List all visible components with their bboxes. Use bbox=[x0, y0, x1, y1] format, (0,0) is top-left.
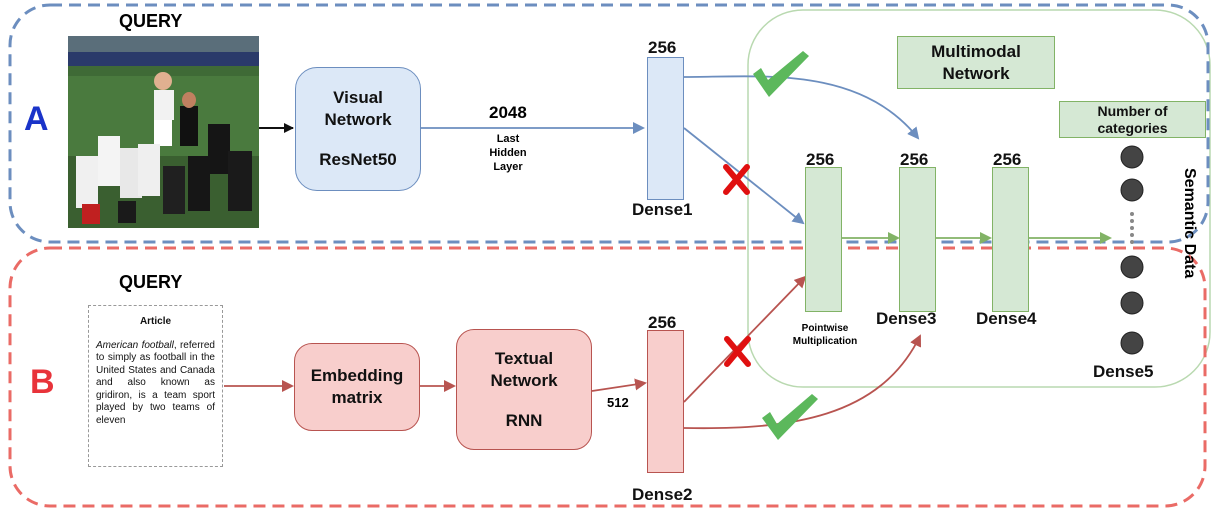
visual-network-line2: Network bbox=[324, 110, 392, 129]
dense5-ellipsis bbox=[1130, 212, 1134, 244]
embedding-matrix-line1: Embedding bbox=[310, 366, 404, 385]
article-card: Article American football, referred to s… bbox=[88, 305, 223, 467]
dim-2048: 2048 bbox=[489, 103, 527, 122]
last-hidden-layer-label: Last Hidden Layer bbox=[478, 132, 538, 174]
last-hidden-layer-line3: Layer bbox=[493, 161, 523, 173]
article-body: American football, referred to simply as… bbox=[96, 340, 215, 428]
textual-to-dense2-arrow bbox=[591, 378, 647, 392]
dim-512: 512 bbox=[607, 395, 629, 410]
semantic-data-label: Semantic Data bbox=[1181, 168, 1198, 279]
cross-icon bbox=[724, 336, 751, 367]
textual-network-line2: Network bbox=[490, 370, 558, 390]
multimodal-title-line1: Multimodal bbox=[931, 41, 1021, 61]
number-of-categories-box: Number of categories bbox=[1059, 101, 1206, 138]
section-b-letter: B bbox=[30, 363, 55, 401]
dense2-dim: 256 bbox=[648, 313, 677, 332]
section-a-letter: A bbox=[24, 100, 49, 138]
dense2-to-dense3-arrow bbox=[683, 334, 921, 430]
query-label-b: QUERY bbox=[119, 272, 183, 292]
rugby-photo bbox=[68, 36, 259, 228]
article-body-italic: American football bbox=[96, 339, 174, 351]
multimodal-title-line2: Network bbox=[942, 63, 1010, 83]
check-icon bbox=[762, 394, 818, 440]
pointwise-box bbox=[805, 167, 842, 312]
query-label-a: QUERY bbox=[119, 11, 183, 31]
dense1-label: Dense1 bbox=[632, 200, 693, 219]
pointwise-line1: Pointwise bbox=[801, 323, 849, 334]
dense3-dim: 256 bbox=[900, 150, 929, 169]
dense1-dim: 256 bbox=[648, 38, 677, 57]
last-hidden-layer-line1: Last bbox=[496, 133, 520, 145]
visual-network-line1: Visual bbox=[333, 88, 383, 107]
multimodal-region bbox=[747, 9, 1211, 388]
visual-network-box: Visual Network ResNet50 bbox=[295, 67, 421, 191]
visual-network-line3: ResNet50 bbox=[319, 150, 397, 169]
article-body-rest: , referred to simply as football in the … bbox=[96, 339, 215, 426]
dense5-label: Dense5 bbox=[1093, 362, 1154, 381]
number-of-categories-line2: categories bbox=[1097, 119, 1168, 136]
dense2-box bbox=[647, 330, 684, 473]
multimodal-network-title-box: Multimodal Network bbox=[897, 36, 1055, 89]
pointwise-label: Pointwise Multiplication bbox=[780, 322, 870, 348]
cross-icon bbox=[723, 164, 750, 195]
dense4-dim: 256 bbox=[993, 150, 1022, 169]
pointwise-line2: Multiplication bbox=[792, 336, 858, 347]
textual-network-box: Textual Network RNN bbox=[456, 329, 592, 450]
region-a bbox=[8, 3, 1210, 244]
embedding-matrix-box: Embedding matrix bbox=[294, 343, 420, 431]
dense4-box bbox=[992, 167, 1029, 312]
dense1-to-dense3-arrow bbox=[683, 75, 920, 140]
article-title: Article bbox=[139, 316, 172, 327]
dense1-box bbox=[647, 57, 684, 200]
embedding-matrix-line2: matrix bbox=[331, 388, 383, 407]
pointwise-dim: 256 bbox=[806, 150, 835, 169]
dense3-box bbox=[899, 167, 936, 312]
textual-network-line3: RNN bbox=[505, 410, 543, 430]
check-icon bbox=[753, 51, 809, 97]
dense5-nodes bbox=[1120, 145, 1144, 355]
dense3-label: Dense3 bbox=[876, 309, 937, 328]
last-hidden-layer-line2: Hidden bbox=[489, 147, 527, 159]
number-of-categories-line1: Number of bbox=[1097, 102, 1168, 119]
dense4-label: Dense4 bbox=[976, 309, 1037, 328]
dense2-label: Dense2 bbox=[632, 485, 693, 504]
textual-network-line1: Textual bbox=[494, 348, 554, 368]
region-b bbox=[8, 246, 1207, 508]
